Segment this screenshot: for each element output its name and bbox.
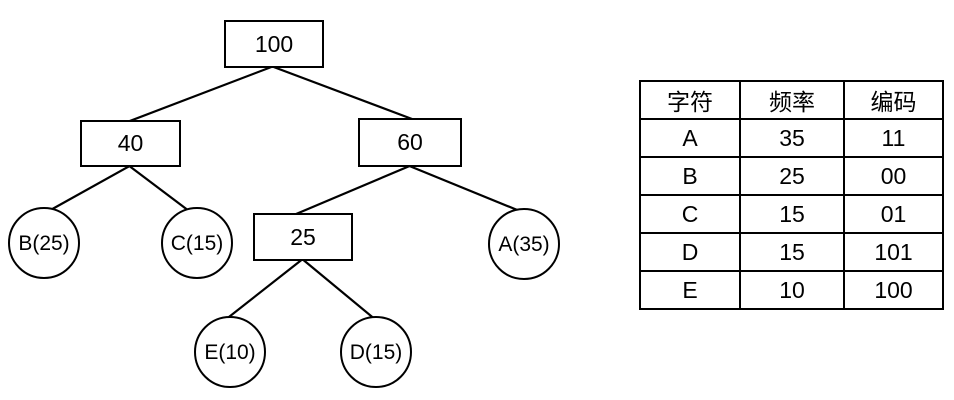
cell-char: E [639, 270, 741, 310]
table-row: B 25 00 [639, 156, 944, 196]
edge-100-40 [121, 64, 275, 126]
code-table-header-row: 字符 频率 编码 [639, 80, 944, 120]
cell-freq: 35 [739, 118, 845, 158]
leaf-node-d: D(15) [340, 316, 412, 388]
leaf-node-a: A(35) [488, 208, 560, 280]
table-row: C 15 01 [639, 194, 944, 234]
cell-char: D [639, 232, 741, 272]
tree-node-100: 100 [224, 20, 324, 68]
cell-char: B [639, 156, 741, 196]
cell-freq: 10 [739, 270, 845, 310]
cell-code: 100 [843, 270, 944, 310]
table-row: D 15 101 [639, 232, 944, 272]
cell-freq: 25 [739, 156, 845, 196]
tree-edges [37, 64, 528, 326]
leaf-node-c: C(15) [161, 207, 233, 279]
leaf-node-e: E(10) [194, 316, 266, 388]
cell-code: 101 [843, 232, 944, 272]
edge-100-60 [270, 64, 421, 124]
cell-freq: 15 [739, 194, 845, 234]
cell-code: 11 [843, 118, 944, 158]
table-row: A 35 11 [639, 118, 944, 158]
huffman-tree-diagram: 100 40 60 25 B(25) C(15) A(35) E(10) D(1… [8, 20, 560, 388]
cell-code: 00 [843, 156, 944, 196]
cell-freq: 15 [739, 232, 845, 272]
header-code: 编码 [843, 80, 944, 120]
edge-60-a [406, 163, 528, 216]
header-char: 字符 [639, 80, 741, 120]
cell-char: A [639, 118, 741, 158]
cell-char: C [639, 194, 741, 234]
tree-node-25: 25 [253, 213, 353, 261]
edge-25-d [300, 257, 383, 326]
edge-25-e [219, 257, 305, 325]
cell-code: 01 [843, 194, 944, 234]
leaf-node-b: B(25) [8, 207, 80, 279]
tree-node-40: 40 [80, 120, 181, 167]
edge-60-25 [288, 163, 413, 219]
tree-node-60: 60 [358, 118, 462, 167]
header-freq: 频率 [739, 80, 845, 120]
code-table: 字符 频率 编码 A 35 11 B 25 00 C 15 01 D [639, 80, 944, 310]
table-row: E 10 100 [639, 270, 944, 310]
